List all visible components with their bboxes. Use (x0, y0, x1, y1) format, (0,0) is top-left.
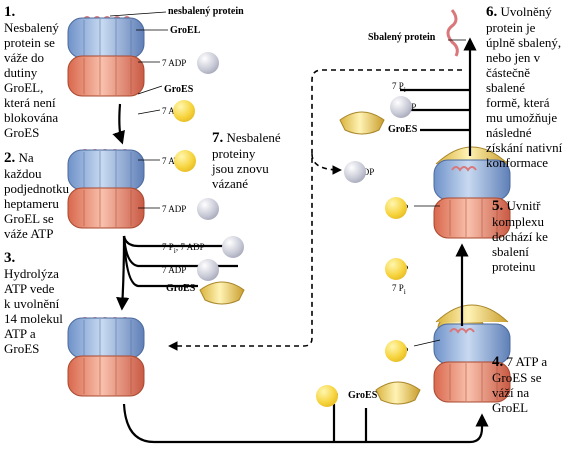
groel-complex-5 (433, 146, 511, 239)
label-groes-4: GroES (348, 390, 378, 401)
atp-molecule-icon (385, 258, 407, 280)
groes-cap-free-1 (199, 281, 245, 305)
atp-molecule-icon (173, 100, 195, 122)
label-adp-3: 7 ADP (162, 265, 187, 275)
rebinding-dashed-arrow (168, 69, 462, 351)
adp-molecule-icon (197, 198, 219, 220)
label-groel: GroEL (170, 25, 201, 36)
step-1-text: 1. Nesbalený protein se váže do dutiny G… (4, 4, 59, 141)
label-adp-2: 7 ADP (162, 204, 187, 214)
atp-molecule-icon (385, 340, 407, 362)
rebinding-dashed-branch (311, 153, 342, 175)
flow-arrows (112, 37, 489, 444)
atp-molecule-icon (174, 150, 196, 172)
groes-cap-free-3 (375, 381, 421, 405)
folded-protein-icon (446, 9, 459, 57)
groel-complex-1 (67, 16, 145, 97)
adp-molecule-icon (390, 96, 412, 118)
label-pi-adp: 7 Pi, 7 ADP (162, 242, 205, 255)
groes-cap-free-2 (339, 111, 385, 135)
step-2-text: 2. Na každou podjednotku heptameru GroEL… (4, 150, 69, 241)
adp-molecule-icon (197, 52, 219, 74)
atp-molecule-icon (385, 197, 407, 219)
step-3-text: 3. Hydrolýza ATP vede k uvolnění 14 mole… (4, 250, 63, 357)
adp-molecule-icon (197, 259, 219, 281)
step-1-number: 1. (4, 4, 16, 20)
label-pi-1: 7 Pi (392, 81, 406, 94)
atp-molecule-icon (316, 385, 338, 407)
step-6-text: 6. Uvolněný protein je úplně sbalený, ne… (486, 4, 563, 170)
step-5-text: 5. Uvnitř komplexu dochází ke sbalení pr… (492, 198, 548, 274)
label-pi-2: 7 Pi (392, 283, 406, 296)
groel-complex-3 (67, 317, 145, 397)
label-adp-1: 7 ADP (162, 58, 187, 68)
step-7-text: 7. Nesbalené proteiny jsou znovu vázané (212, 130, 281, 191)
adp-molecule-icon (222, 236, 244, 258)
label-pointer-lines (109, 11, 466, 347)
label-groes-1: GroES (164, 84, 194, 95)
label-groes-3: GroES (388, 124, 418, 135)
step-4-text: 4. 7 ATP a GroES se váží na GroEL (492, 354, 548, 415)
label-atp-2: 7 ATP (162, 156, 184, 166)
label-unfolded-protein: nesbalený protein (168, 6, 244, 17)
label-groes-2: GroES (166, 283, 196, 294)
adp-molecule-icon (344, 161, 366, 183)
groel-complex-2 (67, 149, 145, 229)
label-folded-protein: Sbalený protein (368, 32, 436, 43)
groel-complex-4 (433, 304, 511, 403)
